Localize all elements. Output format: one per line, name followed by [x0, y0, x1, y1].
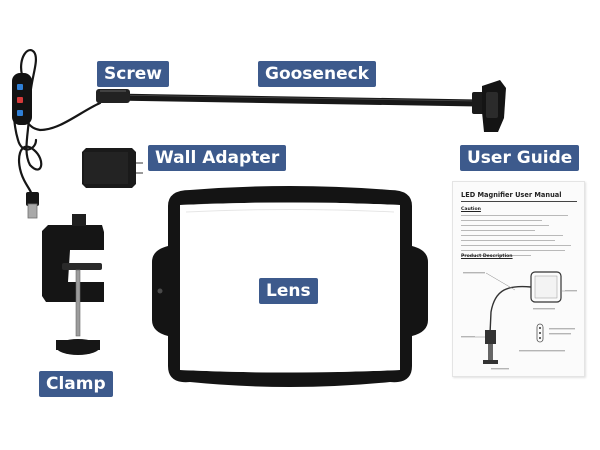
wall-adapter-label: Wall Adapter: [148, 145, 287, 171]
wall-adapter: [82, 148, 143, 188]
manual-product-diagram: [461, 271, 577, 370]
manual-caution-heading: Caution: [461, 207, 481, 212]
clamp-label: Clamp: [39, 371, 113, 397]
user-manual: LED Magnifier User Manual Caution Produc…: [452, 181, 585, 377]
desk-clamp: [42, 214, 104, 355]
brightness-button-icon: [17, 84, 23, 90]
inline-remote-control: [12, 73, 32, 125]
gooseneck-label: Gooseneck: [258, 61, 376, 87]
power-button-icon: [17, 97, 23, 103]
manual-product-heading: Product Description: [461, 254, 513, 259]
usb-plug: [26, 192, 39, 219]
gooseneck-arm: [96, 89, 482, 107]
user-guide-label: User Guide: [460, 145, 580, 171]
manual-caution-text: [461, 215, 577, 260]
lens-label: Lens: [259, 278, 318, 304]
color-button-icon: [17, 110, 23, 116]
gooseneck-head-mount: [472, 80, 506, 132]
screw-label: Screw: [97, 61, 169, 87]
manual-title: LED Magnifier User Manual: [461, 191, 577, 202]
